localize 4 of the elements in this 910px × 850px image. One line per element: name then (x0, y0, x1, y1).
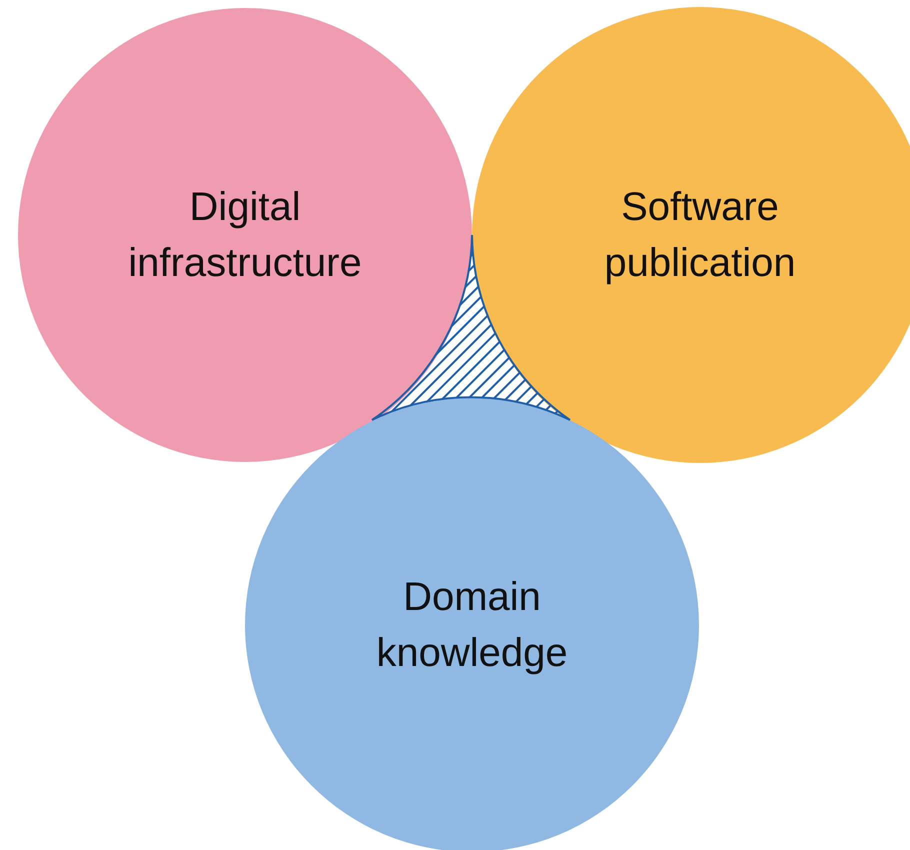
hatched-region (371, 234, 571, 421)
circle-label: Digital infrastructure (127, 184, 363, 287)
circle-label: Domain knowledge (375, 574, 569, 677)
circle-label: Software publication (603, 184, 797, 287)
